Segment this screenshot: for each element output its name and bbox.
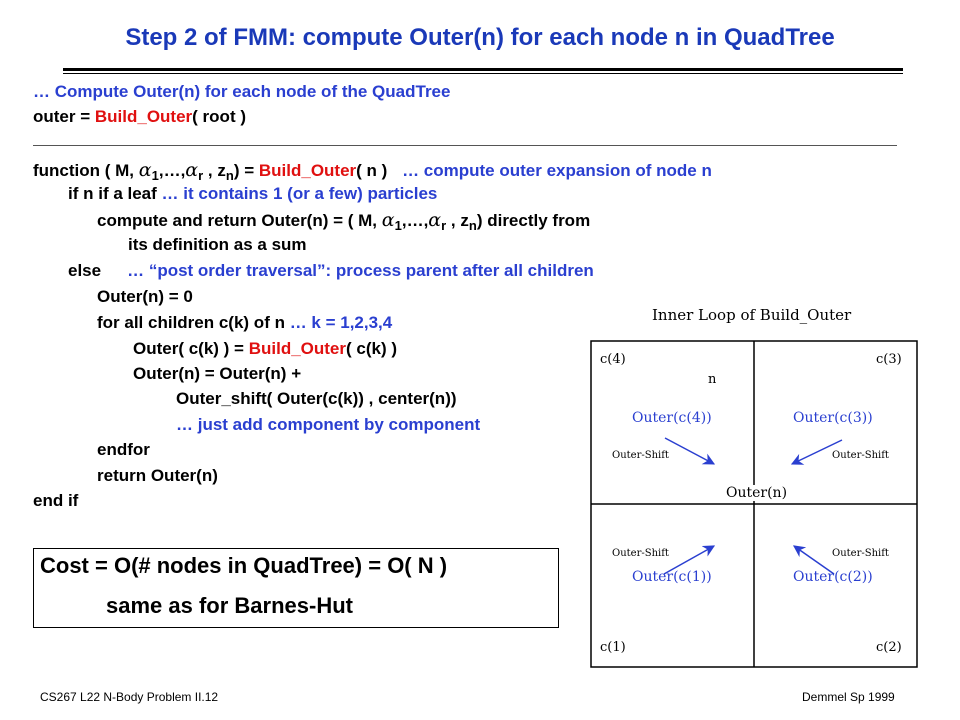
outer-label-tr: Outer(c(3)) — [793, 410, 873, 426]
shift-label-bl: Outer-Shift — [612, 548, 669, 559]
code-line-10: Outer( c(k) ) = Build_Outer( c(k) ) — [133, 339, 398, 358]
code-line-5: compute and return Outer(n) = ( M, α1,…,… — [97, 209, 591, 233]
title-rule-thin — [63, 73, 903, 74]
outer-label-tl: Outer(c(4)) — [632, 410, 712, 426]
code-line-12: Outer_shift( Outer(c(k)) , center(n)) — [176, 389, 457, 408]
diagram-title: Inner Loop of Build_Outer — [652, 306, 852, 324]
code-line-11: Outer(n) = Outer(n) + — [133, 364, 302, 383]
shift-arrow-tl — [664, 437, 716, 465]
cost-line-1: Cost = O(# nodes in QuadTree) = O( N ) — [40, 553, 448, 578]
shift-arrow-tr — [790, 439, 843, 465]
cost-line-2: same as for Barnes-Hut — [106, 593, 353, 618]
code-line-15: return Outer(n) — [97, 466, 218, 485]
code-line-8: Outer(n) = 0 — [97, 287, 193, 306]
footer-left: CS267 L22 N-Body Problem II.12 — [40, 690, 219, 704]
corner-label-bl: c(1) — [600, 640, 626, 655]
node-label: n — [708, 372, 717, 387]
code-line-7: else… “post order traversal”: process pa… — [68, 261, 594, 280]
shift-label-br: Outer-Shift — [832, 548, 889, 559]
shift-arrow-bl — [663, 545, 716, 575]
corner-label-tr: c(3) — [876, 352, 902, 367]
corner-label-tl: c(4) — [600, 352, 626, 367]
footer-right: Demmel Sp 1999 — [802, 690, 895, 704]
shift-arrow-br — [793, 545, 835, 575]
code-line-13: … just add component by component — [176, 415, 481, 434]
slide-title: Step 2 of FMM: compute Outer(n) for each… — [125, 24, 835, 51]
cost-box: Cost = O(# nodes in QuadTree) = O( N ) s… — [33, 548, 559, 628]
shift-label-tl: Outer-Shift — [612, 450, 669, 461]
code-line-3: function ( M, α1,…,αr , zn) = Build_Oute… — [33, 159, 712, 183]
title-rule — [63, 68, 903, 71]
code-line-14: endfor — [97, 440, 150, 459]
shift-label-tr: Outer-Shift — [832, 450, 889, 461]
code-line-9: for all children c(k) of n … k = 1,2,3,4 — [97, 313, 393, 332]
outer-label-bl: Outer(c(1)) — [632, 569, 712, 585]
center-label: Outer(n) — [724, 485, 790, 501]
code-line-6: its definition as a sum — [128, 235, 307, 254]
quadtree-diagram — [590, 340, 918, 668]
code-line-16: end if — [33, 491, 79, 510]
corner-label-br: c(2) — [876, 640, 902, 655]
outer-label-br: Outer(c(2)) — [793, 569, 873, 585]
section-divider — [33, 145, 897, 146]
code-line-4: if n if a leaf … it contains 1 (or a few… — [68, 184, 438, 203]
code-line-1: … Compute Outer(n) for each node of the … — [33, 82, 451, 101]
code-line-2: outer = Build_Outer( root ) — [33, 107, 246, 126]
